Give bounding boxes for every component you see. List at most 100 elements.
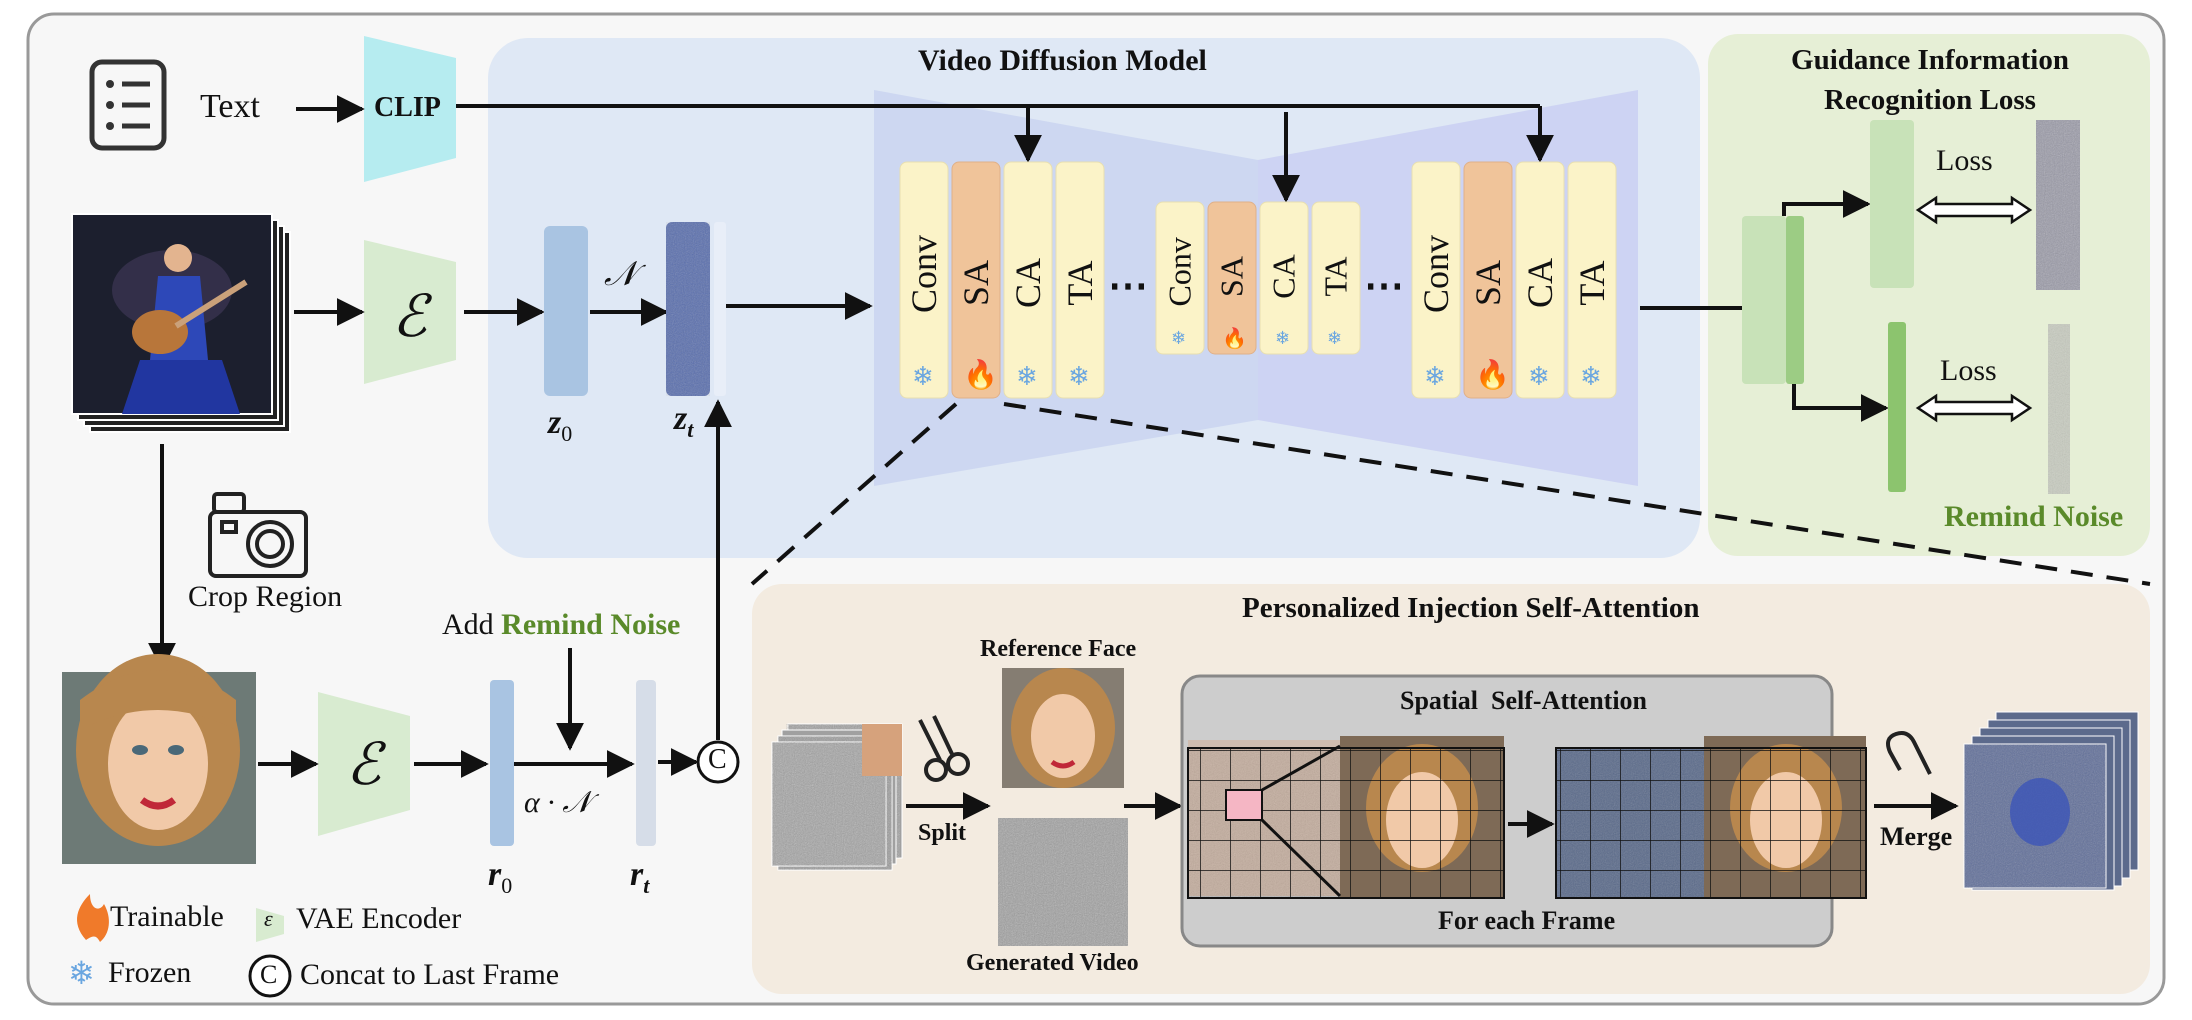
unet-block-group-2 [1155, 201, 1361, 355]
loss-label-bottom: Loss [1940, 354, 1997, 387]
guidance-remind-noise-label: Remind Noise [1944, 500, 2124, 533]
block-sa-2: SA [1213, 256, 1250, 297]
frozen-icon-ta-3: ❄ [1580, 362, 1602, 391]
alpha-noise-label: α · 𝒩 [524, 786, 591, 819]
reference-face-photo [1002, 668, 1124, 788]
input-video-frames [71, 213, 291, 433]
guidance-feature-top [1870, 120, 1914, 288]
for-each-frame-label: For each Frame [1438, 906, 1616, 935]
attention-query-cell [1225, 789, 1263, 821]
spatial-title: Spatial Self-Attention [1400, 686, 1647, 715]
vae-encoder-top [364, 240, 456, 384]
z0-label: z0 [548, 404, 573, 446]
guidance-split-bottom-arrow [1792, 384, 1889, 422]
unet-block-group-3 [1411, 161, 1617, 399]
zoom-dashed-right [1003, 402, 2151, 586]
latent-r0 [490, 680, 514, 846]
clip-encoder-shape [364, 36, 456, 182]
split-label: Split [918, 820, 967, 846]
frozen-icon-ca-3: ❄ [1528, 362, 1550, 391]
reference-face-label: Reference Face [980, 636, 1137, 662]
pisa-input-stack [771, 723, 903, 871]
guidance-head-output [1742, 216, 1786, 384]
generated-video-label: Generated Video [966, 950, 1139, 976]
loss-double-arrow-bottom [1915, 393, 2033, 423]
block-sa-1: SA [956, 259, 996, 307]
legend-concat-symbol: C [260, 960, 278, 989]
trainable-icon-sa-1: 🔥 [963, 360, 998, 391]
legend-trainable-label: Trainable [110, 900, 224, 933]
encoder-symbol-top: ℰ [392, 284, 428, 349]
attention-grid-lines [1187, 747, 1505, 899]
vdm-title: Video Diffusion Model [918, 44, 1207, 77]
concat-circle-icon [696, 740, 740, 784]
unet-block-group-1 [899, 161, 1105, 399]
legend-frozen-label: Frozen [108, 956, 192, 989]
frozen-icon-ca-1: ❄ [1016, 362, 1038, 391]
scissors-icon [918, 715, 970, 782]
merge-label: Merge [1880, 822, 1953, 851]
latent-rt [636, 680, 656, 846]
legend-vae-symbol: ε [264, 906, 273, 931]
block-ta-2: TA [1317, 256, 1354, 297]
block-sa-3: SA [1468, 259, 1508, 307]
add-remind-noise-label: Add Remind Noise [442, 608, 681, 641]
frozen-icon-ta-1: ❄ [1068, 362, 1090, 391]
cropped-face-photo [62, 654, 256, 864]
latent-zt-last-frame [714, 222, 726, 396]
legend-vae-icon [256, 908, 284, 942]
latent-zt-noise [666, 222, 710, 396]
frozen-icon-ta-2: ❄ [1327, 328, 1343, 348]
zoom-dashed-left [750, 402, 958, 586]
block-ta-1: TA [1060, 260, 1100, 306]
frozen-icon-conv-2: ❄ [1171, 328, 1187, 348]
clip-label: CLIP [374, 92, 441, 123]
text-label: Text [200, 88, 260, 125]
block-conv-1: Conv [904, 234, 944, 313]
attention-output-grid [1555, 747, 1867, 899]
guidance-split-top-arrow [1782, 190, 1871, 218]
block-ta-3: TA [1572, 260, 1612, 306]
concat-symbol: C [708, 744, 727, 775]
noise-symbol: 𝒩 [604, 256, 637, 293]
block-ca-2: CA [1265, 254, 1302, 299]
encoder-symbol-bottom: ℰ [346, 732, 382, 797]
block-conv-2: Conv [1161, 237, 1198, 307]
block-conv-3: Conv [1416, 234, 1456, 313]
frozen-icon-conv-3: ❄ [1424, 362, 1446, 391]
frozen-icon-conv-1: ❄ [912, 362, 934, 391]
unet-ellipsis-1: ⋯ [1108, 263, 1148, 308]
block-ca-3: CA [1520, 258, 1560, 309]
generated-video-cube-grain [998, 818, 1128, 946]
unet-ellipsis-2: ⋯ [1364, 263, 1404, 308]
vae-encoder-bottom [318, 692, 410, 836]
legend-concat-label: Concat to Last Frame [300, 958, 560, 991]
rt-label: rt [630, 856, 650, 898]
legend-snowflake-icon: ❄ [68, 955, 95, 991]
zt-label: zt [674, 400, 694, 442]
attention-query-line-bottom [1260, 818, 1342, 898]
document-list-icon [89, 59, 167, 151]
guidance-head-output-last [1786, 216, 1804, 384]
output-video-stack [1963, 711, 2139, 891]
crop-region-label: Crop Region [188, 580, 343, 613]
legend-concat-icon [248, 954, 292, 998]
noise-target-top-grain [2036, 120, 2080, 290]
loss-label-top: Loss [1936, 144, 1993, 177]
camera-icon [208, 492, 308, 578]
legend-flame-icon [77, 894, 109, 942]
guidance-feature-bottom [1888, 322, 1906, 492]
trainable-icon-sa-3: 🔥 [1475, 360, 1510, 391]
attention-query-line-top [1261, 744, 1341, 792]
guidance-title: Guidance Information Recognition Loss [1791, 44, 2069, 116]
noise-target-bottom-grain [2048, 324, 2070, 494]
paperclip-icon [1886, 731, 1932, 775]
latent-z0 [544, 226, 588, 396]
trainable-icon-sa-2: 🔥 [1222, 328, 1247, 350]
frozen-icon-ca-2: ❄ [1275, 328, 1291, 348]
block-ca-1: CA [1008, 258, 1048, 309]
legend-vae-label: VAE Encoder [296, 902, 462, 935]
loss-double-arrow-top [1915, 195, 2033, 225]
